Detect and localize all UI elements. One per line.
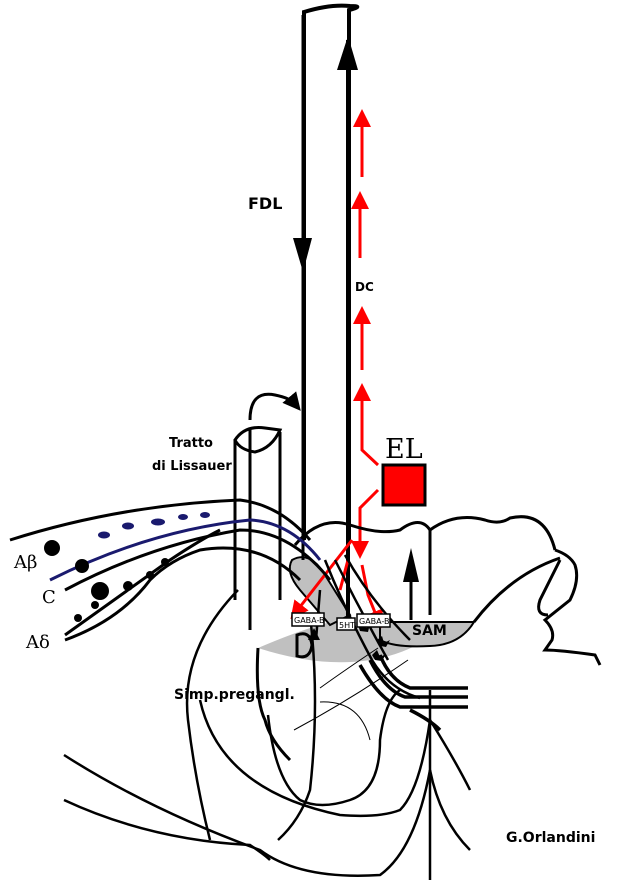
el-square — [381, 463, 427, 507]
fdl-label: FDL — [248, 194, 282, 213]
descending-fibers — [277, 554, 421, 841]
spinal-column-tube — [302, 3, 360, 540]
afferent-fibers — [9, 498, 332, 642]
abeta-soma — [44, 540, 60, 556]
thin-lamina-lines — [293, 647, 409, 741]
sam-label: SAM — [412, 623, 447, 639]
spinal-cord-outline — [255, 515, 602, 762]
author-credit: G.Orlandini — [506, 830, 595, 846]
dc-red-arrows — [351, 109, 380, 467]
c-fiber-soma — [75, 559, 89, 573]
tratto-label: Tratto — [169, 436, 213, 451]
tratto-di-lissauer-cylinder — [233, 391, 301, 630]
ascending-tract-arrow-head — [403, 548, 419, 582]
c-fiber-label: C — [42, 587, 56, 608]
adelta-soma — [91, 582, 109, 600]
abeta-label: Aβ — [13, 552, 37, 573]
el-label: EL — [385, 434, 423, 465]
el-descending-red-lines — [290, 488, 384, 629]
gaba-b-left-box: GABA-B — [291, 612, 325, 627]
fiber-nodes — [44, 512, 210, 622]
gaba-b-right-box: GABA-B — [356, 613, 391, 628]
lissauer-label: di Lissauer — [152, 459, 232, 474]
5ht-label: 5HT — [339, 621, 355, 630]
fdl-arrow-head — [293, 238, 312, 272]
dc-label: DC — [355, 280, 374, 294]
gaba-b-left-label: GABA-B — [294, 616, 325, 625]
simp-pregangl-label: Simp.pregangl. — [174, 687, 295, 703]
gaba-b-right-label: GABA-B — [359, 617, 390, 626]
5ht-box: 5HT — [336, 617, 356, 631]
adelta-label: Aδ — [25, 632, 50, 653]
el-to-dc-red-line — [360, 440, 380, 467]
dorsal-horn-d-shape — [295, 632, 314, 659]
